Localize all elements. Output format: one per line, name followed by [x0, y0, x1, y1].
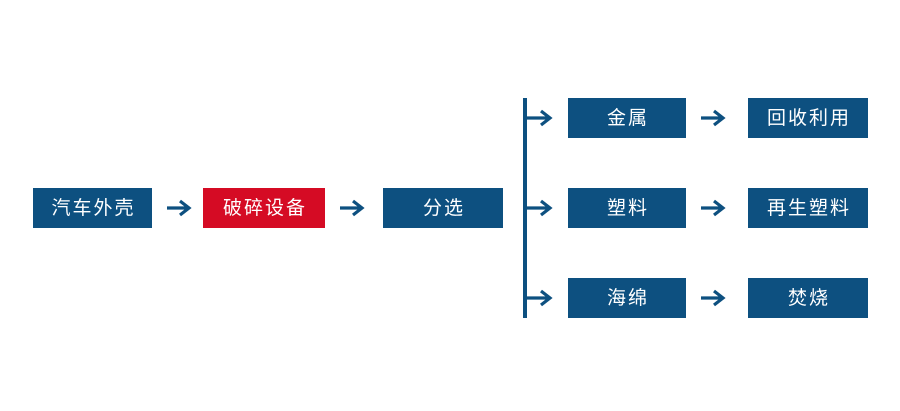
- branch-arrow-sponge-icon: [524, 289, 553, 307]
- arrow-right-icon: [167, 199, 192, 217]
- node-sorting[interactable]: 分选: [383, 188, 503, 228]
- node-car-shell[interactable]: 汽车外壳: [33, 188, 152, 228]
- node-shredding-equipment[interactable]: 破碎设备: [203, 188, 325, 228]
- branch-arrow-metal-icon: [524, 109, 553, 127]
- arrow-right-icon: [701, 199, 726, 217]
- branch-arrow-plastic-icon: [524, 199, 553, 217]
- arrow-right-icon: [340, 199, 365, 217]
- node-outcome-recycling[interactable]: 回收利用: [748, 98, 868, 138]
- node-material-plastic[interactable]: 塑料: [568, 188, 686, 228]
- arrow-right-icon: [701, 109, 726, 127]
- arrow-right-icon: [701, 289, 726, 307]
- node-material-metal[interactable]: 金属: [568, 98, 686, 138]
- node-outcome-recycled-plastic[interactable]: 再生塑料: [748, 188, 868, 228]
- node-outcome-incineration[interactable]: 焚烧: [748, 278, 868, 318]
- node-material-sponge[interactable]: 海绵: [568, 278, 686, 318]
